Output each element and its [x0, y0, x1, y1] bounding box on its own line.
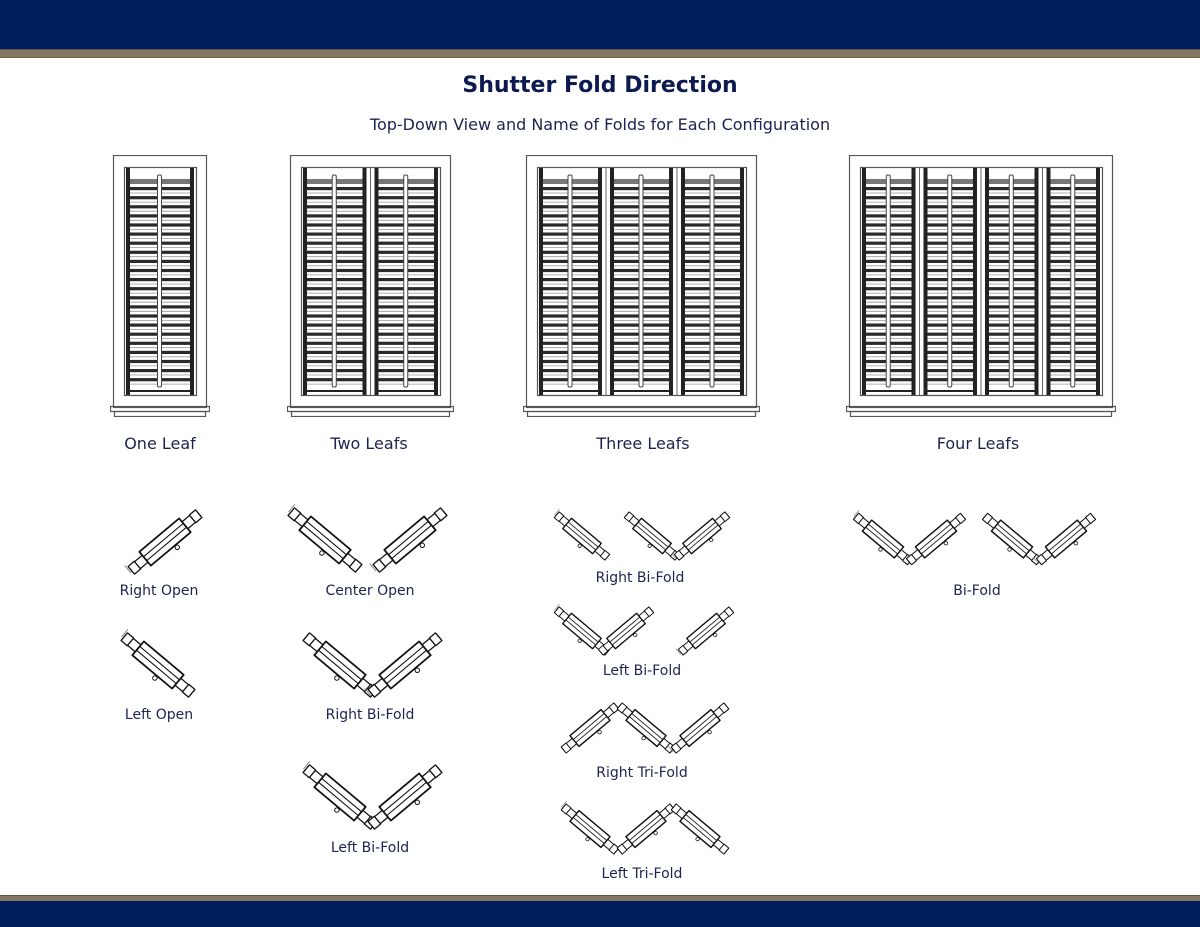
config-label-one-leaf: One Leaf [124, 434, 196, 453]
fold-icon-left-bi-fold-two [302, 760, 443, 830]
fold-icon-right-bi-fold-two [302, 632, 443, 698]
window-one-leaf [109, 154, 211, 418]
fold-icon-right-tri-fold [560, 702, 730, 754]
config-label-four-leafs: Four Leafs [936, 434, 1020, 453]
fold-label-left-bi-fold-two: Left Bi-Fold [330, 840, 410, 856]
header-band [0, 0, 1200, 49]
fold-icon-bi-fold-four [852, 510, 1097, 566]
fold-icon-left-tri-fold [560, 800, 730, 855]
fold-label-right-bi-fold-two: Right Bi-Fold [325, 707, 415, 723]
fold-label-right-open: Right Open [119, 583, 199, 599]
fold-label-right-tri-fold: Right Tri-Fold [596, 765, 688, 781]
window-four-leafs [845, 154, 1117, 418]
window-two-leafs [286, 154, 455, 418]
fold-label-left-bi-fold-three: Left Bi-Fold [602, 663, 682, 679]
fold-label-left-tri-fold: Left Tri-Fold [601, 866, 683, 882]
fold-icon-left-bi-fold-three [553, 603, 735, 656]
fold-label-bi-fold-four: Bi-Fold [953, 583, 1001, 599]
fold-label-left-open: Left Open [124, 707, 194, 723]
window-three-leafs [522, 154, 761, 418]
fold-label-right-bi-fold-three: Right Bi-Fold [595, 570, 685, 586]
fold-icon-center-open [287, 503, 448, 573]
footer-band [0, 901, 1200, 927]
config-label-two-leafs: Two Leafs [330, 434, 408, 453]
page-subtitle: Top-Down View and Name of Folds for Each… [369, 115, 831, 134]
fold-icon-left-open [120, 628, 196, 698]
config-label-three-leafs: Three Leafs [596, 434, 690, 453]
header-stripe [0, 49, 1200, 58]
footer-stripe [0, 895, 1200, 901]
fold-icon-right-bi-fold-three [553, 508, 731, 561]
fold-label-center-open: Center Open [325, 583, 415, 599]
page-title: Shutter Fold Direction [462, 73, 738, 98]
fold-icon-right-open [124, 509, 203, 575]
